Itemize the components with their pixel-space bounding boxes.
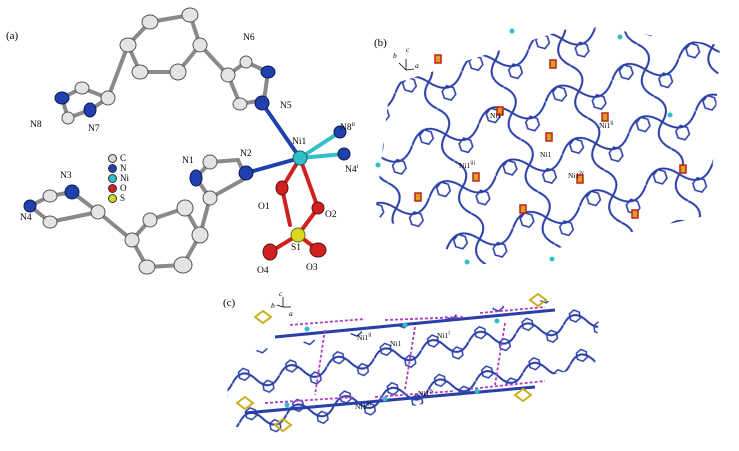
panel-c-label-ni1iii: Ni1iii	[355, 401, 372, 412]
panel-b-framework	[375, 25, 720, 265]
atom-label-n7: N7	[88, 124, 100, 134]
atom-label-n8: N8	[30, 120, 42, 130]
panel-a-structure	[23, 7, 351, 275]
panel-b-label-ni1i: Ni1i	[490, 110, 503, 121]
panel-b-letter: (b)	[374, 37, 387, 49]
atom-label-o4: O4	[257, 266, 269, 276]
panel-b-label-ni1: Ni1	[540, 150, 552, 159]
atom-label-o1: O1	[258, 202, 270, 212]
atom-label-n4: N4	[20, 213, 32, 223]
atom-label-n8ii: N8ii	[340, 121, 355, 133]
panel-c-axis-b: b	[271, 301, 275, 310]
ni-atom	[292, 150, 308, 166]
legend-item-c: C	[108, 153, 126, 163]
panel-b-axis-b: b	[393, 51, 397, 60]
atom-label-n1: N1	[182, 156, 194, 166]
legend-item-s: S	[108, 193, 125, 203]
panel-c-axis-c: c	[279, 289, 283, 298]
panel-a: (a) N6 N5 N8 N7 Ni1 N8ii N2 N1 N3 N4 O1 …	[0, 0, 380, 290]
panel-b-label-ni1iii: Ni1iii	[459, 160, 476, 171]
panel-a-letter: (a)	[6, 30, 19, 42]
atom-label-n2: N2	[240, 149, 252, 159]
panel-c-axis-a: a	[289, 309, 293, 318]
atom-label-o2: O2	[325, 210, 337, 220]
atom-label-n5: N5	[280, 101, 292, 111]
panel-b-label-ni1iv: Ni1iv	[568, 170, 584, 181]
panel-b-axis-a: a	[415, 61, 419, 70]
legend-item-n: N	[108, 163, 127, 173]
s-atom	[290, 227, 306, 243]
legend-item-ni: Ni	[108, 173, 129, 183]
panel-c-label-ni1iv: Ni1iv	[418, 388, 434, 399]
atom-label-s1: S1	[291, 243, 302, 253]
panel-c-packing	[225, 292, 600, 435]
panel-b-axis-c: c	[406, 45, 410, 54]
legend-item-o: O	[108, 183, 127, 193]
panel-c-label-ni1i: Ni1i	[437, 330, 450, 341]
panel-b: (b) b c a Ni1i Ni1ii Ni1 Ni1iii Ni1iv	[370, 15, 739, 280]
panel-b-label-ni1ii: Ni1ii	[599, 120, 614, 131]
atom-label-n6: N6	[243, 33, 255, 43]
panel-c-label-ni1: Ni1	[390, 339, 402, 348]
panel-c-label-ni1ii: Ni1ii	[357, 332, 372, 343]
atom-label-ni1: Ni1	[292, 137, 307, 147]
atom-label-n4i: N4i	[345, 163, 359, 175]
panel-c-letter: (c)	[223, 297, 236, 309]
atom-label-n3: N3	[60, 171, 72, 181]
panel-c: (c) b c a Ni1ii Ni1 Ni1i Ni1iii Ni1iv	[215, 285, 605, 451]
atom-label-o3: O3	[306, 263, 318, 273]
